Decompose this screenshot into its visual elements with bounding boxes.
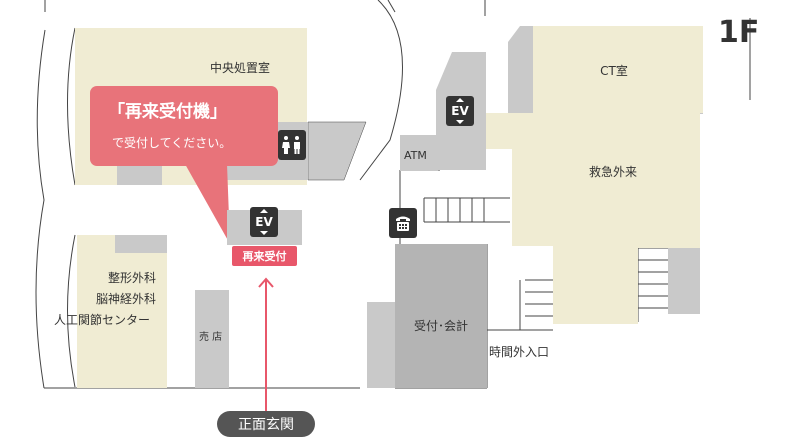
ortho-label-1: 整形外科: [108, 271, 157, 285]
ortho-label-3: 人工関節センター: [54, 313, 151, 327]
callout-title: 「再来受付機」: [108, 102, 227, 122]
emergency-lower: [553, 240, 638, 324]
orthopedics-room: [77, 235, 167, 388]
re-visit-reception-marker: 再来受付: [232, 246, 297, 266]
restroom-icon: [278, 130, 306, 160]
main-entrance-label: 正面玄関: [217, 411, 315, 437]
emergency-label: 救急外来: [588, 165, 638, 179]
shop-label: 売 店: [199, 332, 223, 343]
floor-indicator: 1F: [718, 15, 760, 50]
reception-accounting-label: 受付･会計: [413, 319, 469, 333]
corridor-segment: [117, 165, 162, 185]
ortho-corridor: [115, 235, 167, 253]
callout-subtitle: で受付してください。: [112, 136, 232, 150]
elevator-icon-right: EV: [446, 96, 474, 126]
central-treatment-label: 中央処置室: [209, 61, 271, 75]
atm-label: ATM: [404, 149, 427, 162]
emergency-stair-gray: [668, 248, 700, 314]
atm-room: [400, 135, 438, 171]
elevator-icon: EV: [250, 207, 278, 237]
elevator-label-right: EV: [451, 104, 469, 118]
emergency-room: [512, 140, 700, 246]
emergency-strip: [638, 240, 700, 248]
elevator-label: EV: [255, 215, 273, 229]
public-phone-icon: [389, 208, 417, 238]
callout-bubble: [90, 86, 278, 244]
after-hours-entrance-label: 時間外入口: [489, 345, 550, 359]
ortho-label-2: 脳神経外科: [96, 292, 157, 306]
restroom-slant: [308, 121, 367, 181]
arrow-up-icon: [258, 277, 274, 411]
ct-room: [533, 26, 703, 113]
ct-room-label: CT室: [600, 64, 628, 78]
shop-room: [195, 290, 229, 388]
reception-accounting-room: [395, 244, 487, 388]
